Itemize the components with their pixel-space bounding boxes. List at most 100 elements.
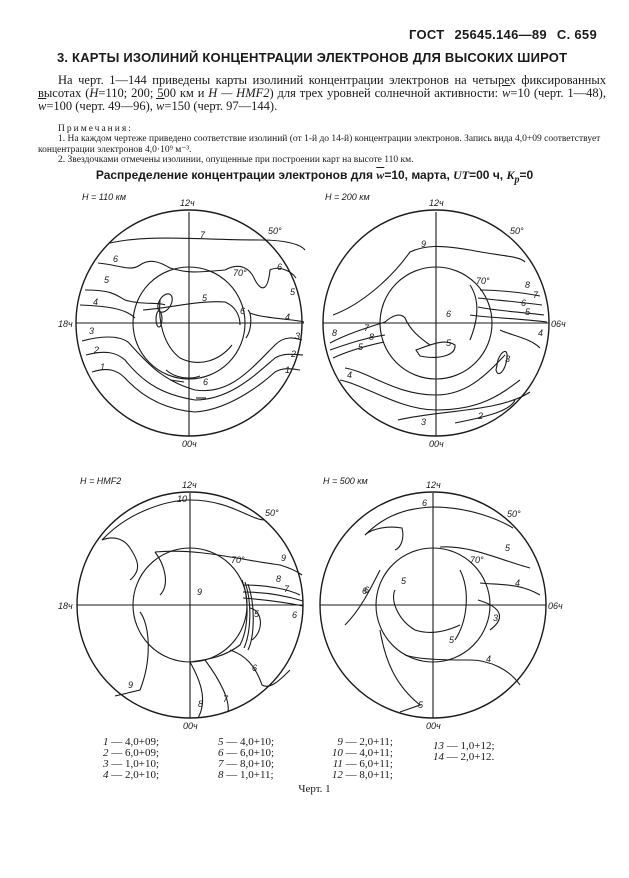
legend-item: 2 — 6,0+09; [103,747,160,759]
legend-item: 5 — 4,0+10; [218,736,275,748]
legend-val: 4,0+09; [125,736,160,748]
caption-suffix: =10, марта, [384,168,454,182]
map1-iso-7: 7 [200,230,206,240]
legend-column-1: 1 — 4,0+09; 2 — 6,0+09; 3 — 1,0+10; 4 — … [103,737,159,781]
legend-item: 8 — 1,0+11; [218,769,274,781]
legend-num: 1 [103,736,109,748]
intro-paragraph: На черт. 1—144 приведены карты изолиний … [38,74,606,113]
map2-lat-70: 70° [476,276,490,286]
map2-right-label: 06ч [551,319,566,329]
caption-ut: UT [453,168,470,182]
map1-iso-4a: 4 [93,297,98,307]
map2-title: H = 200 км [325,192,370,202]
page-number: С. 659 [556,27,597,42]
figure-number: Черт. 1 [298,783,331,795]
map1-left-label: 18ч [58,319,73,329]
intro-text-6: =150 (черт. 97—144). [164,99,278,113]
map4-lat-70: 70° [470,555,484,565]
map1-iso-5b: 5 [202,293,208,303]
legend-item: 11 — 6,0+11; [332,758,393,770]
map4-iso-4a: 4 [515,578,520,588]
map2-iso-5b: 5 [358,342,364,352]
map2-iso-8: 8 [525,280,530,290]
legend-column-4: 13 — 1,0+12; 14 — 2,0+12. [433,741,495,763]
intro-text-2: =110; 200; 500 км и [98,86,209,100]
map1-iso-5a: 5 [104,275,110,285]
map3-lat-70: 70° [231,555,245,565]
map1-iso-3b: 3 [295,331,300,341]
map4-iso-5a: 5 [505,543,511,553]
map2-iso-6: 6 [521,298,526,308]
legend-num: 2 [103,747,109,759]
legend-val: 8,0+10; [240,758,275,770]
map3-iso-9b: 9 [197,587,202,597]
note-1: 1. На каждом чертеже приведено соответст… [38,134,601,155]
figure-caption: Распределение концентрации электронов дл… [0,168,629,185]
map4-iso-6a: 6 [422,498,427,508]
map3-left-label: 18ч [58,601,73,611]
intro-text-1: На черт. 1—144 приведены карты изолиний … [38,73,606,100]
intro-text-5: =100 (черт. 49—96), [46,99,157,113]
legend-val: 2,0+10; [125,769,160,781]
map4-right-label: 06ч [548,601,563,611]
intro-text-3: ) для трех уровней солнечной активности: [269,86,503,100]
map4-lat-50: 50° [507,509,521,519]
legend-num: 7 [218,758,224,770]
map2-iso-6b: 6 [446,309,451,319]
map3-iso-8b: 8 [198,699,203,709]
intro-hmf2: H — HMF2 [208,86,270,100]
map1-iso-6d: 6 [203,377,208,387]
map2-iso-5c: 5 [446,338,452,348]
map2-iso-9: 9 [421,239,426,249]
map4-bottom-label: 00ч [426,721,441,731]
legend-num: 14 [433,751,444,763]
legend-item: 4 — 2,0+10; [103,769,160,781]
map3-iso-9a: 9 [281,553,286,563]
map4-iso-5d: 5 [418,700,424,710]
map1-iso-6c: 6 [240,306,245,316]
map3-top-label: 12ч [182,480,197,490]
legend-num: 6 [218,747,224,759]
intro-w-3: w [156,99,165,113]
caption-kp-sub: p [514,174,520,186]
legend-item: 3 — 1,0+10; [103,758,160,770]
map-h110 [75,209,306,437]
legend-val: 4,0+10; [240,736,275,748]
intro-w-2: w [38,99,47,113]
map2-iso-3: 3 [505,354,510,364]
map3-iso-6b: 6 [252,663,257,673]
intro-text-4: =10 (черт. 1—48), [510,86,606,100]
intro-w-1: w [502,86,511,100]
map-hmf2 [76,491,304,719]
legend-column-2: 5 — 4,0+10; 6 — 6,0+10; 7 — 8,0+10; 8 — … [218,737,274,781]
map3-iso-7: 7 [284,584,290,594]
map1-bottom-label: 00ч [182,439,197,449]
legend-val: 1,0+11; [240,769,274,781]
map4-iso-6b: 6 [362,586,367,596]
map2-top-label: 12ч [429,198,444,208]
legend-val: 8,0+11; [359,769,393,781]
intro-h: H [89,86,99,100]
map1-title: H = 110 км [82,192,126,202]
section-title: 3. КАРТЫ ИЗОЛИНИЙ КОНЦЕНТРАЦИИ ЭЛЕКТРОНО… [57,50,568,65]
caption-ut-val: =00 ч, [469,168,507,182]
map2-iso-8c: 8 [369,332,374,342]
legend-val: 4,0+11; [359,747,393,759]
legend-num: 11 [332,758,343,770]
legend-item: 7 — 8,0+10; [218,758,275,770]
map1-iso-2a: 2 [93,345,99,355]
standard-code: 25645.146—89 [454,27,547,42]
map-h200 [322,209,550,437]
legend-num: 5 [218,736,224,748]
legend-val: 6,0+10; [240,747,275,759]
map1-iso-1a: 1 [100,362,105,372]
map2-iso-4b: 4 [347,370,352,380]
legend-item: 9 — 2,0+11; [337,736,393,748]
caption-kp-val: =0 [519,168,534,182]
notes-title: Примечания: [58,124,133,134]
legend-val: 1,0+12; [460,740,495,752]
legend-item: 13 — 1,0+12; [433,740,495,752]
map1-iso-1b: 1 [285,365,290,375]
map3-bottom-label: 00ч [183,721,198,731]
